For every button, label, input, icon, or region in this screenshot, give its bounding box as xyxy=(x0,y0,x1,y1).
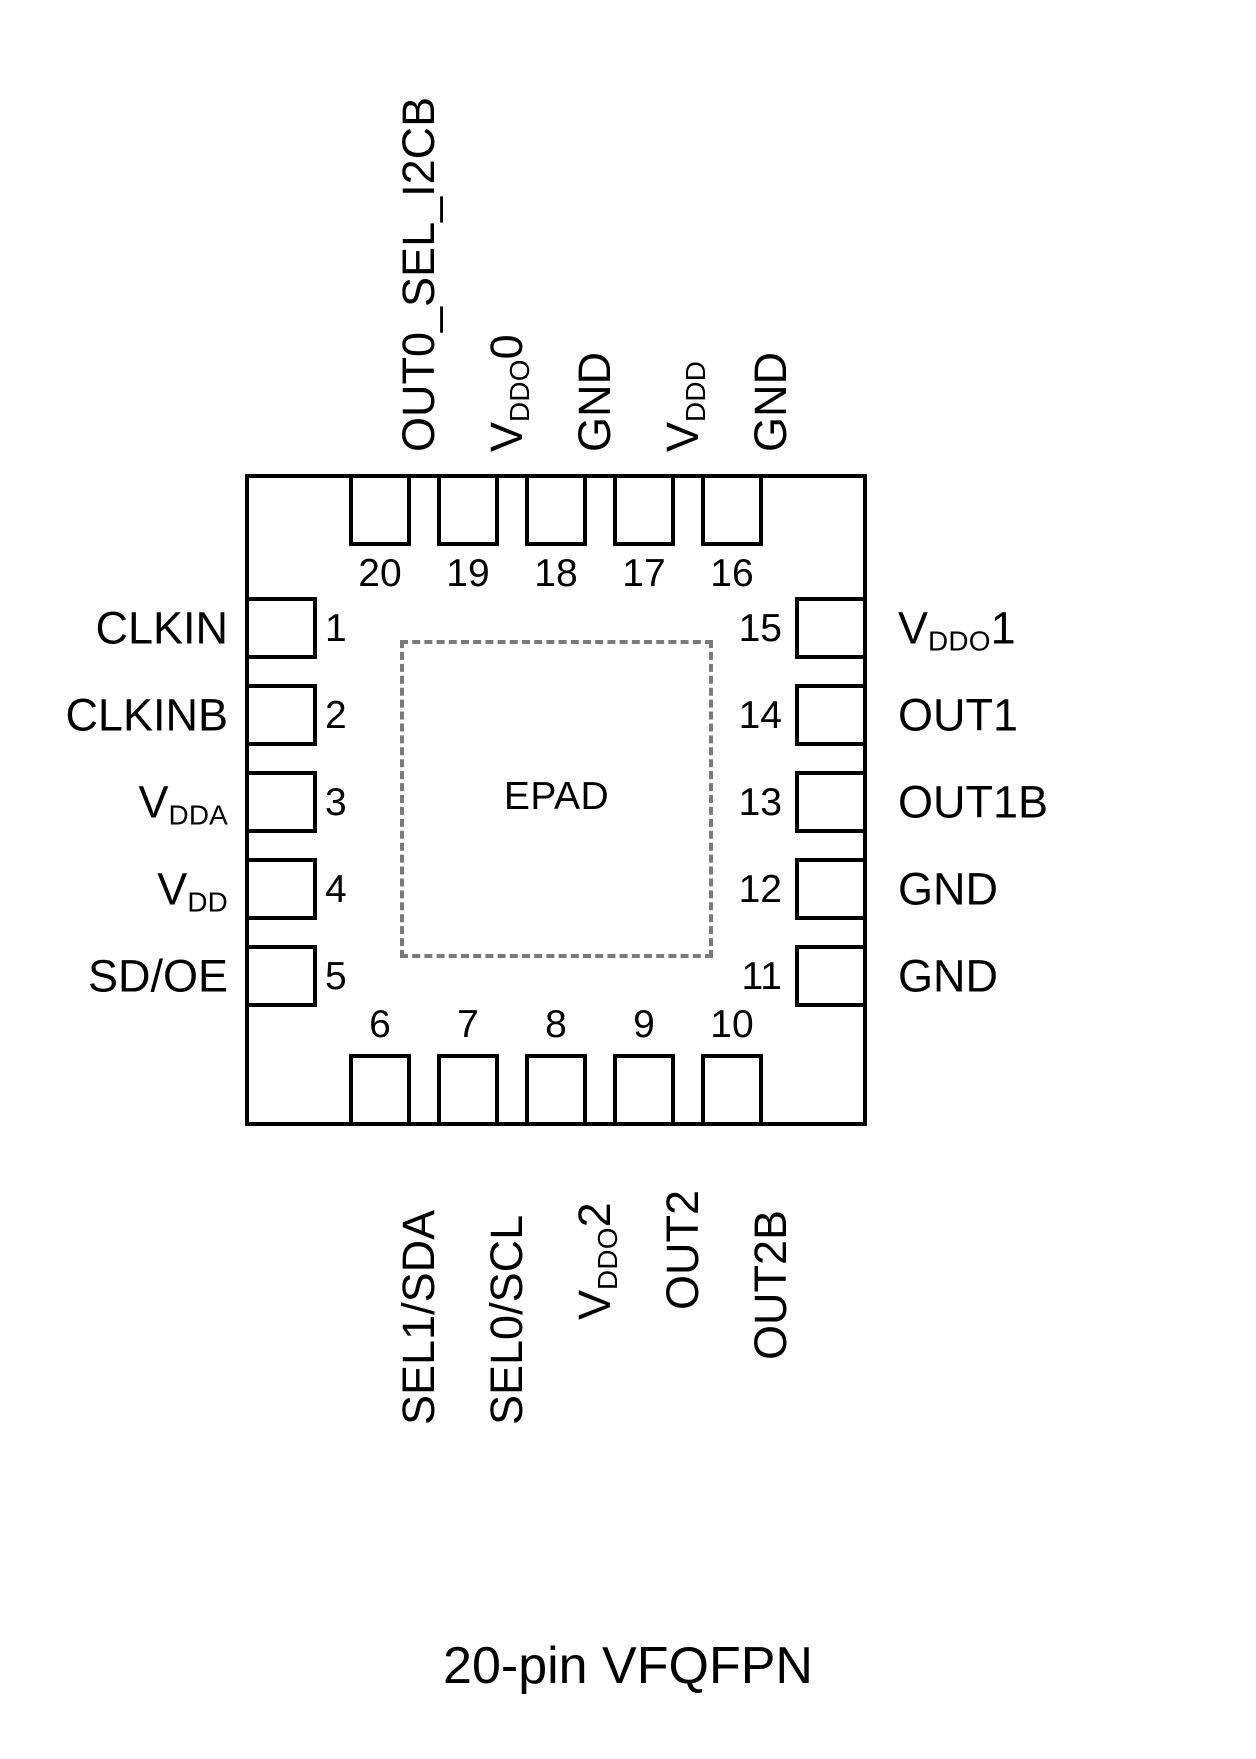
pin-number-5: 5 xyxy=(325,955,347,998)
pin-label-7-text: SEL0/SCL xyxy=(481,1214,532,1425)
pin-number-17: 17 xyxy=(622,552,666,595)
pin-label-4-main: V xyxy=(157,863,188,915)
pin-label-15-tail: 1 xyxy=(990,602,1016,654)
pin-label-20-text: OUT0_SEL_I2CB xyxy=(393,96,444,452)
pin-label-5: SD/OE xyxy=(0,954,228,999)
pad-pin-14 xyxy=(795,684,867,746)
pin-label-10: OUT2B xyxy=(745,1209,796,1360)
pin-label-16: GND xyxy=(745,352,796,452)
pad-pin-16 xyxy=(701,474,763,546)
pad-pin-12 xyxy=(795,858,867,920)
pin-number-9: 9 xyxy=(633,1003,655,1046)
pad-pin-6 xyxy=(349,1054,411,1126)
pin-label-6: SEL1/SDA xyxy=(393,1209,444,1425)
pin-label-17-sub: DDD xyxy=(679,360,711,422)
pin-label-18: GND xyxy=(569,352,620,452)
pad-pin-9 xyxy=(613,1054,675,1126)
pin-label-19: VDDO0 xyxy=(481,334,535,452)
pin-label-4-sub: DD xyxy=(187,886,228,918)
pin-label-3-sub: DDA xyxy=(168,799,228,831)
pin-label-13: OUT1B xyxy=(898,780,1048,825)
pad-pin-11 xyxy=(795,945,867,1007)
pin-number-16: 16 xyxy=(710,552,754,595)
pin-label-12-text: GND xyxy=(898,863,998,915)
pin-label-2-text: CLKINB xyxy=(65,689,228,741)
pin-label-8-main: V xyxy=(569,1289,620,1320)
pin-number-15: 15 xyxy=(738,607,782,650)
pin-label-11-text: GND xyxy=(898,950,998,1002)
pin-number-3: 3 xyxy=(325,781,347,824)
pin-label-18-text: GND xyxy=(569,352,620,452)
pin-number-7: 7 xyxy=(457,1003,479,1046)
pin-number-2: 2 xyxy=(325,694,347,737)
pad-pin-20 xyxy=(349,474,411,546)
pin-label-14-text: OUT1 xyxy=(898,689,1019,741)
pin-label-6-text: SEL1/SDA xyxy=(393,1209,444,1425)
pin-label-17: VDDD xyxy=(657,361,711,452)
pin-number-13: 13 xyxy=(738,781,782,824)
pin-number-20: 20 xyxy=(358,552,402,595)
pad-pin-8 xyxy=(525,1054,587,1126)
pad-pin-2 xyxy=(245,684,317,746)
pin-number-14: 14 xyxy=(738,694,782,737)
pin-label-3: VDDA xyxy=(0,776,228,829)
pin-label-8-tail: 2 xyxy=(569,1202,620,1228)
pad-pin-15 xyxy=(795,597,867,659)
exposed-pad-epad xyxy=(400,640,713,958)
pin-label-9-text: OUT2 xyxy=(657,1189,708,1310)
pin-label-19-sub: DDO xyxy=(503,359,535,422)
pin-label-19-tail: 0 xyxy=(481,334,532,360)
pad-pin-1 xyxy=(245,597,317,659)
pad-pin-3 xyxy=(245,771,317,833)
pin-label-2: CLKINB xyxy=(0,693,228,738)
pin-label-15-sub: DDO xyxy=(928,625,991,657)
pin-label-19-main: V xyxy=(481,421,532,452)
pin-label-17-main: V xyxy=(657,421,708,452)
pin-number-18: 18 xyxy=(534,552,578,595)
pin-label-7: SEL0/SCL xyxy=(481,1214,532,1425)
pin-label-10-text: OUT2B xyxy=(745,1209,796,1360)
pin-label-20: OUT0_SEL_I2CB xyxy=(393,96,444,452)
pin-label-8-sub: DDO xyxy=(591,1227,623,1290)
pad-pin-13 xyxy=(795,771,867,833)
pin-label-5-text: SD/OE xyxy=(87,950,228,1002)
pad-pin-18 xyxy=(525,474,587,546)
pin-number-8: 8 xyxy=(545,1003,567,1046)
pin-label-3-main: V xyxy=(138,776,169,828)
pad-pin-7 xyxy=(437,1054,499,1126)
pin-label-11: GND xyxy=(898,954,998,999)
pin-label-4: VDD xyxy=(0,863,228,916)
pad-pin-17 xyxy=(613,474,675,546)
pad-pin-19 xyxy=(437,474,499,546)
pin-label-8: VDDO2 xyxy=(569,1202,623,1320)
pin-label-14: OUT1 xyxy=(898,693,1018,738)
pin-number-4: 4 xyxy=(325,868,347,911)
pin-number-12: 12 xyxy=(738,868,782,911)
pin-label-15-main: V xyxy=(898,602,929,654)
epad-label: EPAD xyxy=(503,775,610,818)
pin-number-10: 10 xyxy=(710,1003,754,1046)
pin-number-6: 6 xyxy=(369,1003,391,1046)
pin-label-9: OUT2 xyxy=(657,1189,708,1310)
pin-number-1: 1 xyxy=(325,607,347,650)
pin-label-16-text: GND xyxy=(745,352,796,452)
pad-pin-10 xyxy=(701,1054,763,1126)
pin-label-13-text: OUT1B xyxy=(898,776,1049,828)
pin-label-1: CLKIN xyxy=(0,606,228,651)
pin-number-19: 19 xyxy=(446,552,490,595)
pad-pin-4 xyxy=(245,858,317,920)
pin-number-11: 11 xyxy=(741,955,783,998)
pin-label-12: GND xyxy=(898,867,998,912)
pin-label-1-text: CLKIN xyxy=(95,602,228,654)
pin-label-15: VDDO1 xyxy=(898,602,1016,655)
diagram-caption: 20-pin VFQFPN xyxy=(443,1637,813,1695)
pad-pin-5 xyxy=(245,945,317,1007)
